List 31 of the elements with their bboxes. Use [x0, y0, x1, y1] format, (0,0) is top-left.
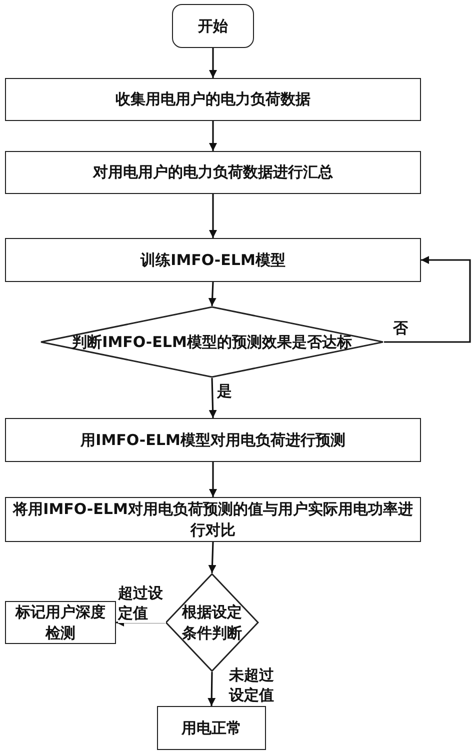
edge-label: 未超过设定值: [229, 665, 277, 705]
edge-label: 否: [393, 318, 408, 338]
decision-diamond: [40, 306, 384, 378]
node-text: 用IMFO-ELM模型对用电负荷进行预测: [80, 430, 346, 450]
start-terminal: [172, 4, 254, 48]
arrow: [384, 256, 471, 343]
node-text: 收集用电用户的电力负荷数据: [116, 89, 310, 110]
arrow: [209, 121, 217, 151]
node-text: 对用电用户的电力负荷数据进行汇总: [93, 162, 333, 183]
node-text: 标记用户深度检测: [14, 602, 106, 644]
process-box: [5, 601, 116, 644]
arrow: [208, 672, 216, 706]
node-text: 开始: [198, 16, 228, 36]
process-box: [157, 706, 266, 750]
node-text: 训练IMFO-ELM模型: [140, 250, 286, 270]
arrow: [209, 462, 217, 497]
arrow: [209, 194, 217, 238]
process-box: [5, 238, 421, 282]
arrow: [209, 48, 217, 78]
arrow: [208, 542, 216, 574]
node-text: 用电正常: [182, 718, 242, 738]
node-text: 判断IMFO-ELM模型的预测效果是否达标: [72, 332, 352, 352]
node-text: 根据设定条件判断: [180, 602, 243, 644]
edge-label: 是: [217, 381, 232, 401]
edge-label: 超过设定值: [118, 583, 166, 623]
arrow: [208, 378, 217, 418]
process-box: [5, 78, 421, 121]
arrow: [208, 282, 216, 306]
process-box: [5, 151, 421, 194]
node-text: 将用IMFO-ELM对用电负荷预测的值与用户实际用电功率进行对比: [13, 498, 413, 540]
process-box: [5, 418, 421, 462]
